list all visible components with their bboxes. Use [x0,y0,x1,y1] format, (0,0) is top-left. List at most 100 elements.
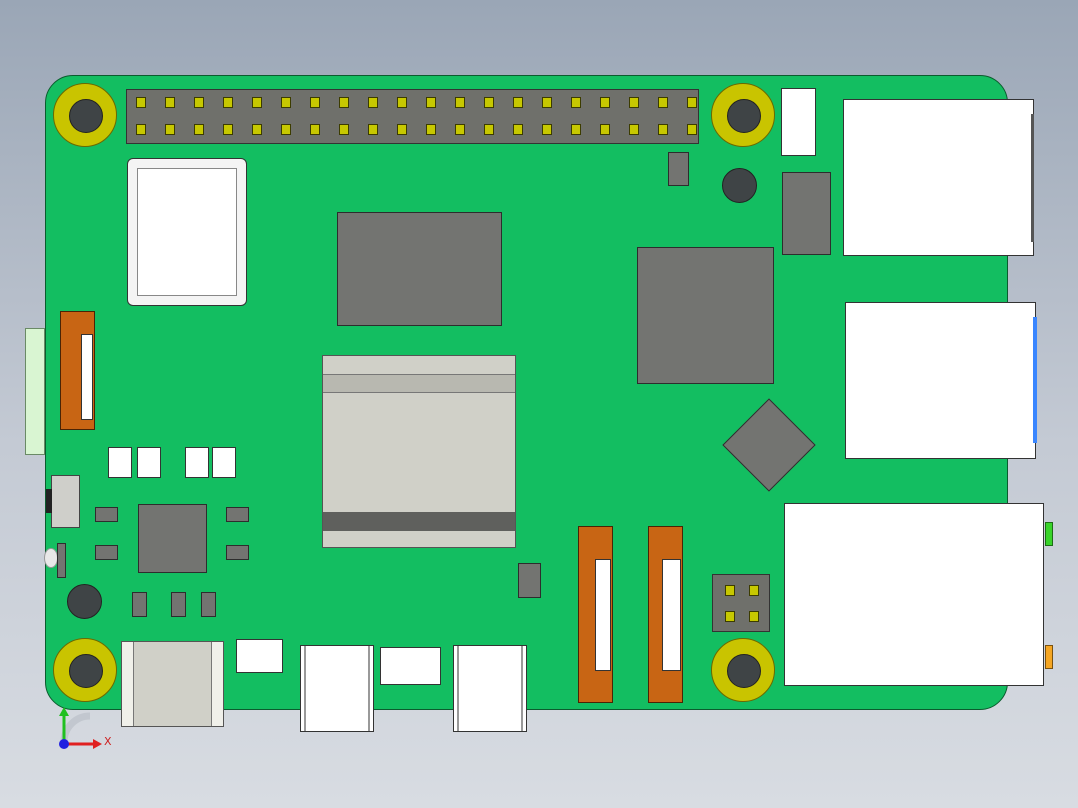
gpio-pin [368,97,378,108]
header-pin [725,585,735,596]
gpio-pin [455,124,465,135]
gpio-pin [629,124,639,135]
smd-white-block [380,647,441,685]
magnetics-chip [782,172,831,255]
header-pin [749,585,759,596]
gpio-pin [426,124,436,135]
led-body [57,543,66,578]
gpio-pin [194,124,204,135]
port-edge [1031,114,1034,242]
smd-component [171,592,186,617]
gpio-pin [426,97,436,108]
led-lens [44,548,58,568]
port-edge [457,646,459,731]
gpio-pin [165,124,175,135]
smd-component [226,507,249,522]
smd-component [518,563,541,598]
wireless-module [127,158,247,306]
gpio-pin [397,124,407,135]
gpio-pin [223,97,233,108]
gpio-pin [658,97,668,108]
header-pin [725,611,735,622]
gpio-pin [629,97,639,108]
passive-pad [108,447,132,478]
smd-component [95,545,118,560]
switch-component [51,475,80,528]
spreader-band-bottom [323,512,515,531]
smd-component [132,592,147,617]
gpio-pin [571,124,581,135]
usb-c-power-connector [121,641,224,727]
gpio-pin [281,124,291,135]
ffc-slot [595,559,611,671]
usb3-blue-insert [1033,317,1037,443]
x-axis-head [93,739,102,749]
usb3-dual-port [845,302,1037,459]
smd-component [95,507,118,522]
z-axis-dot [59,739,69,749]
poe-header [781,88,816,156]
ffc-slot [81,334,93,420]
gpio-pin [136,124,146,135]
mounting-hole-bottom-right [711,638,775,702]
ethernet-rj45-port [784,503,1044,686]
connector-edge [211,642,223,726]
gpio-pin [542,97,552,108]
port-edge [521,646,523,731]
capacitor-top [722,168,757,203]
mounting-hole-bottom-left [53,638,117,702]
gpio-pin [513,97,523,108]
gpio-pin [252,124,262,135]
gpio-pin [339,97,349,108]
display-ffc-connector [60,311,95,430]
gpio-pin [484,97,494,108]
capacitor-bottom [67,584,102,619]
gpio-pin [165,97,175,108]
mounting-hole-top-left [53,83,117,147]
header-pin [749,611,759,622]
gpio-pin [397,97,407,108]
poe-4-pin-header [712,574,770,632]
port-edge [368,646,370,731]
gpio-pin [542,124,552,135]
gpio-header [126,89,699,144]
smd-component [226,545,249,560]
soc-heat-spreader [322,355,516,548]
camera-ffc-connector-1 [648,526,683,703]
gpio-pin [600,124,610,135]
wireless-module-shield [137,168,237,296]
triad-arc [60,712,91,743]
gpio-pin [252,97,262,108]
gpio-pin [600,97,610,108]
gpio-pin [223,124,233,135]
usb-controller-chip [637,247,774,384]
pmic-chip [138,504,207,573]
gpio-pin [687,97,697,108]
axis-triad: X [59,707,112,749]
spreader-band-top [323,374,515,393]
gpio-pin [281,97,291,108]
gpio-pin [136,97,146,108]
gpio-pin [310,97,320,108]
micro-hdmi-port-0 [300,645,374,732]
ethernet-led-green [1045,522,1053,546]
camera-ffc-connector-0 [578,526,613,703]
smd-component [201,592,216,617]
mounting-hole-top-right [711,83,775,147]
gpio-pin [455,97,465,108]
gpio-pin [310,124,320,135]
connector-edge [122,642,134,726]
switch-lever [46,489,52,513]
passive-pad [137,447,161,478]
y-axis-head [59,707,69,716]
gpio-pin [339,124,349,135]
gpio-pin [368,124,378,135]
passive-pad [212,447,236,478]
gpio-pin [484,124,494,135]
ffc-slot [662,559,681,671]
gpio-pin [571,97,581,108]
small-chip [668,152,689,186]
x-axis-label: X [104,735,112,748]
port-edge [304,646,306,731]
gpio-pin [513,124,523,135]
